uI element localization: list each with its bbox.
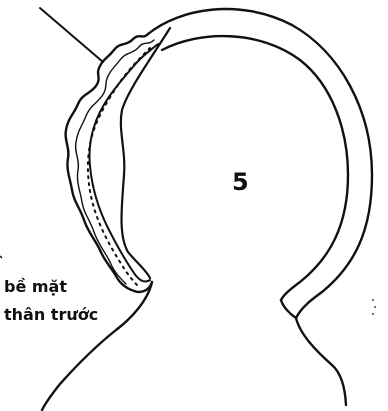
outer-contour [148,9,372,405]
leader-line [40,8,103,62]
left-lower-contour [42,282,152,410]
left-edge-tick [0,256,2,258]
speckle-dot [372,299,374,301]
wall-end-cap [281,300,296,318]
surface-label-line2: thân trước [4,305,98,324]
inner-cusp-line [121,28,170,278]
figure-number-label: 5 [232,168,249,196]
surface-label-line1: bề mặt [4,277,67,296]
speckle-dot [374,306,376,308]
speckle-dot [372,313,374,315]
inner-contour [162,36,348,300]
